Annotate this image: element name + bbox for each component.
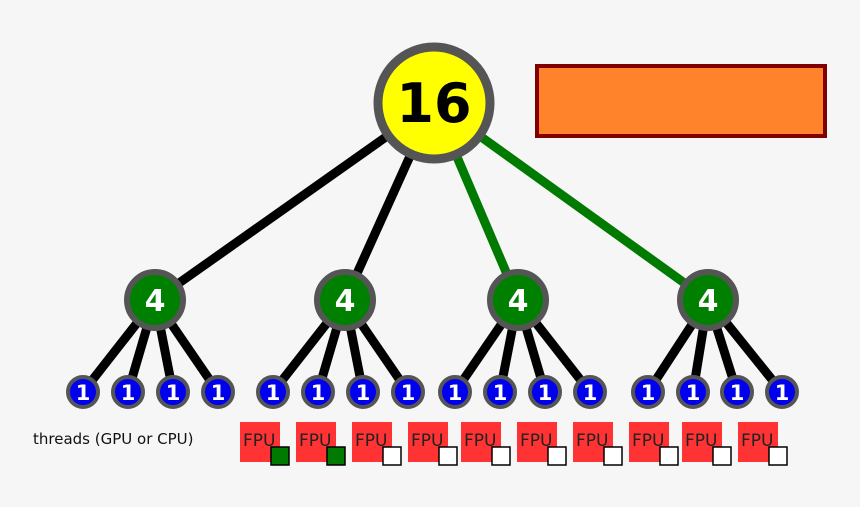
leaf-node-label-5: 1 (266, 381, 281, 405)
thread-pending-box (382, 446, 402, 466)
leaf-node-11 (528, 375, 562, 409)
leaf-node-label-11: 1 (538, 381, 553, 405)
orange-legend-box (535, 64, 827, 138)
fpu-label: FPU (685, 431, 717, 451)
leaf-node-label-4: 1 (211, 381, 226, 405)
leaf-node-label-1: 1 (76, 381, 91, 405)
leaf-node-4 (201, 375, 235, 409)
leaf-node-1 (66, 375, 100, 409)
fpu-label: FPU (411, 431, 443, 451)
fpu-label: FPU (243, 431, 275, 451)
leaf-node-label-10: 1 (493, 381, 508, 405)
fpu-label: FPU (299, 431, 331, 451)
root-node-label: 16 (396, 72, 471, 135)
leaf-node-label-2: 1 (121, 381, 136, 405)
thread-unit-2: FPU (296, 422, 346, 466)
mid-node-4 (677, 269, 739, 331)
thread-unit-8: FPU (629, 422, 679, 466)
thread-pending-box (659, 446, 679, 466)
leaf-node-16 (765, 375, 799, 409)
fpu-label: FPU (576, 431, 608, 451)
leaf-node-3 (156, 375, 190, 409)
thread-pending-box (603, 446, 623, 466)
thread-unit-10: FPU (738, 422, 788, 466)
leaf-node-5 (256, 375, 290, 409)
leaf-node-label-16: 1 (775, 381, 790, 405)
leaf-node-7 (346, 375, 380, 409)
fpu-label: FPU (632, 431, 664, 451)
leaf-node-6 (301, 375, 335, 409)
fpu-label: FPU (741, 431, 773, 451)
leaf-node-label-13: 1 (641, 381, 656, 405)
thread-pending-box (768, 446, 788, 466)
leaf-node-label-12: 1 (583, 381, 598, 405)
fpu-label: FPU (520, 431, 552, 451)
leaf-node-15 (720, 375, 754, 409)
leaf-node-label-6: 1 (311, 381, 326, 405)
fpu-label: FPU (355, 431, 387, 451)
thread-pending-box (712, 446, 732, 466)
thread-unit-5: FPU (461, 422, 511, 466)
leaf-node-label-3: 1 (166, 381, 181, 405)
leaf-node-9 (438, 375, 472, 409)
thread-pending-box (491, 446, 511, 466)
mid-node-label-2: 4 (335, 284, 356, 319)
leaf-node-10 (483, 375, 517, 409)
thread-row: FPU FPU FPU FPU FPU FPU FPU FPU FPU FPU (240, 422, 788, 466)
fpu-label: FPU (464, 431, 496, 451)
leaf-node-label-14: 1 (686, 381, 701, 405)
leaf-node-12 (573, 375, 607, 409)
threads-caption: threads (GPU or CPU) (33, 430, 194, 448)
leaf-node-14 (676, 375, 710, 409)
tree-nodes: 16 4 4 4 4 1 1 1 1 1 1 1 1 1 1 1 1 1 1 1 1 (66, 42, 799, 409)
thread-done-box (270, 446, 290, 466)
mid-node-label-4: 4 (698, 284, 719, 319)
leaf-node-label-7: 1 (356, 381, 371, 405)
mid-node-label-3: 4 (508, 284, 529, 319)
thread-unit-7: FPU (573, 422, 623, 466)
thread-done-box (326, 446, 346, 466)
leaf-node-label-8: 1 (401, 381, 416, 405)
thread-unit-9: FPU (682, 422, 732, 466)
thread-unit-3: FPU (352, 422, 402, 466)
thread-pending-box (438, 446, 458, 466)
mid-node-label-1: 4 (145, 284, 166, 319)
root-node (373, 42, 495, 164)
thread-unit-1: FPU (240, 422, 290, 466)
thread-pending-box (547, 446, 567, 466)
leaf-node-label-9: 1 (448, 381, 463, 405)
mid-node-2 (314, 269, 376, 331)
mid-node-1 (124, 269, 186, 331)
leaf-node-2 (111, 375, 145, 409)
leaf-node-label-15: 1 (730, 381, 745, 405)
mid-node-3 (487, 269, 549, 331)
leaf-node-8 (391, 375, 425, 409)
thread-unit-4: FPU (408, 422, 458, 466)
leaf-node-13 (631, 375, 665, 409)
thread-unit-6: FPU (517, 422, 567, 466)
